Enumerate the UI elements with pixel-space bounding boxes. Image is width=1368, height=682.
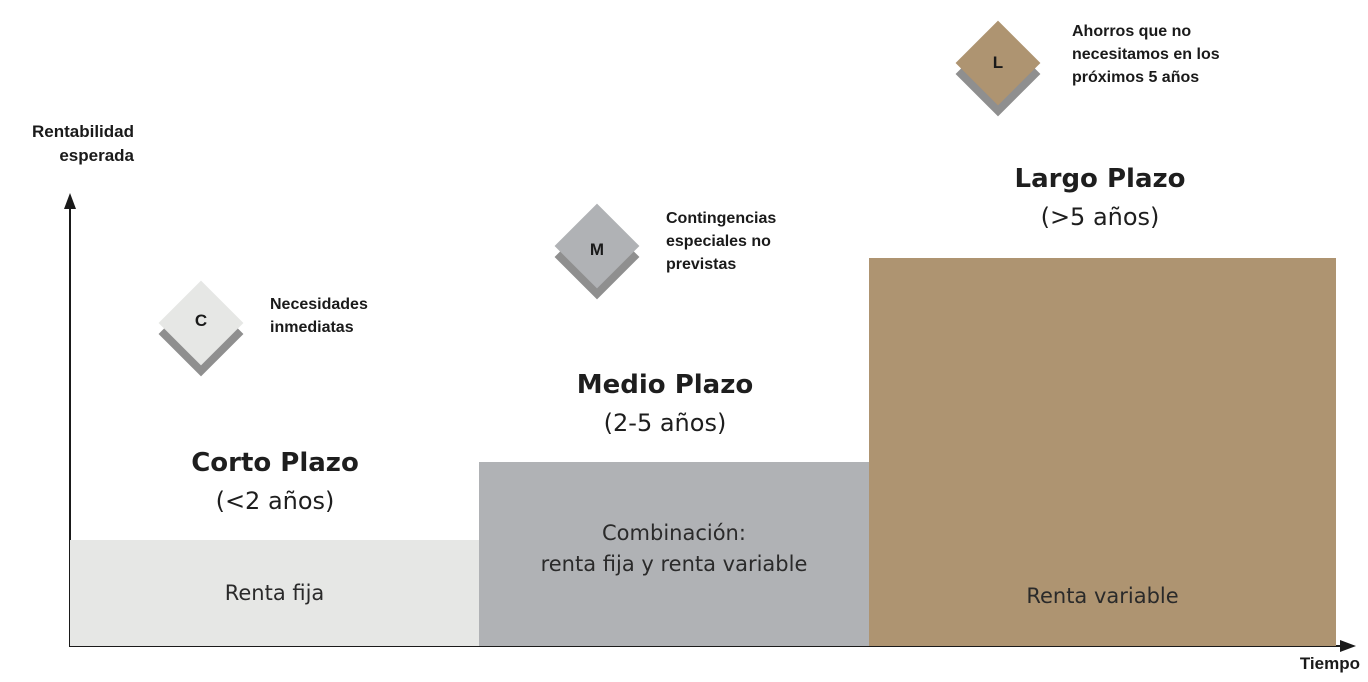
short-term-note: Necesidades inmediatas	[270, 296, 368, 336]
medium-term-block: Combinación: renta fija y renta variable	[479, 462, 869, 646]
diamond-c-letter: C	[194, 311, 208, 330]
x-axis-arrow	[1340, 640, 1356, 652]
long-term-heading: Largo Plazo (>5 años)	[960, 160, 1240, 236]
diamond-l-letter: L	[992, 53, 1004, 72]
medium-term-heading: Medio Plazo (2-5 años)	[530, 366, 800, 442]
x-axis-label: Tiempo	[1299, 654, 1360, 673]
long-term-range: (>5 años)	[1040, 203, 1160, 231]
short-term-heading: Corto Plazo (<2 años)	[140, 444, 410, 520]
long-term-title: Largo Plazo	[1014, 164, 1186, 194]
short-term-block: Renta fija	[70, 540, 479, 646]
y-axis-label: Rentabilidad esperada	[31, 122, 134, 165]
short-term-range: (<2 años)	[215, 487, 335, 515]
medium-term-title: Medio Plazo	[576, 370, 754, 400]
long-term-block-label: Renta variable	[1026, 583, 1179, 608]
medium-term-note: Contingencias especiales no previstas	[666, 210, 777, 273]
medium-term-range: (2-5 años)	[603, 409, 727, 437]
y-axis-arrow	[64, 193, 76, 209]
long-term-block: Renta variable	[869, 258, 1336, 646]
short-term-title: Corto Plazo	[191, 448, 359, 478]
short-term-block-label: Renta fija	[224, 580, 325, 605]
diamond-m-letter: M	[589, 240, 605, 259]
medium-term-block-label: Combinación: renta fija y renta variable	[540, 521, 808, 576]
long-term-note: Ahorros que no necesitamos en los próxim…	[1072, 23, 1220, 86]
